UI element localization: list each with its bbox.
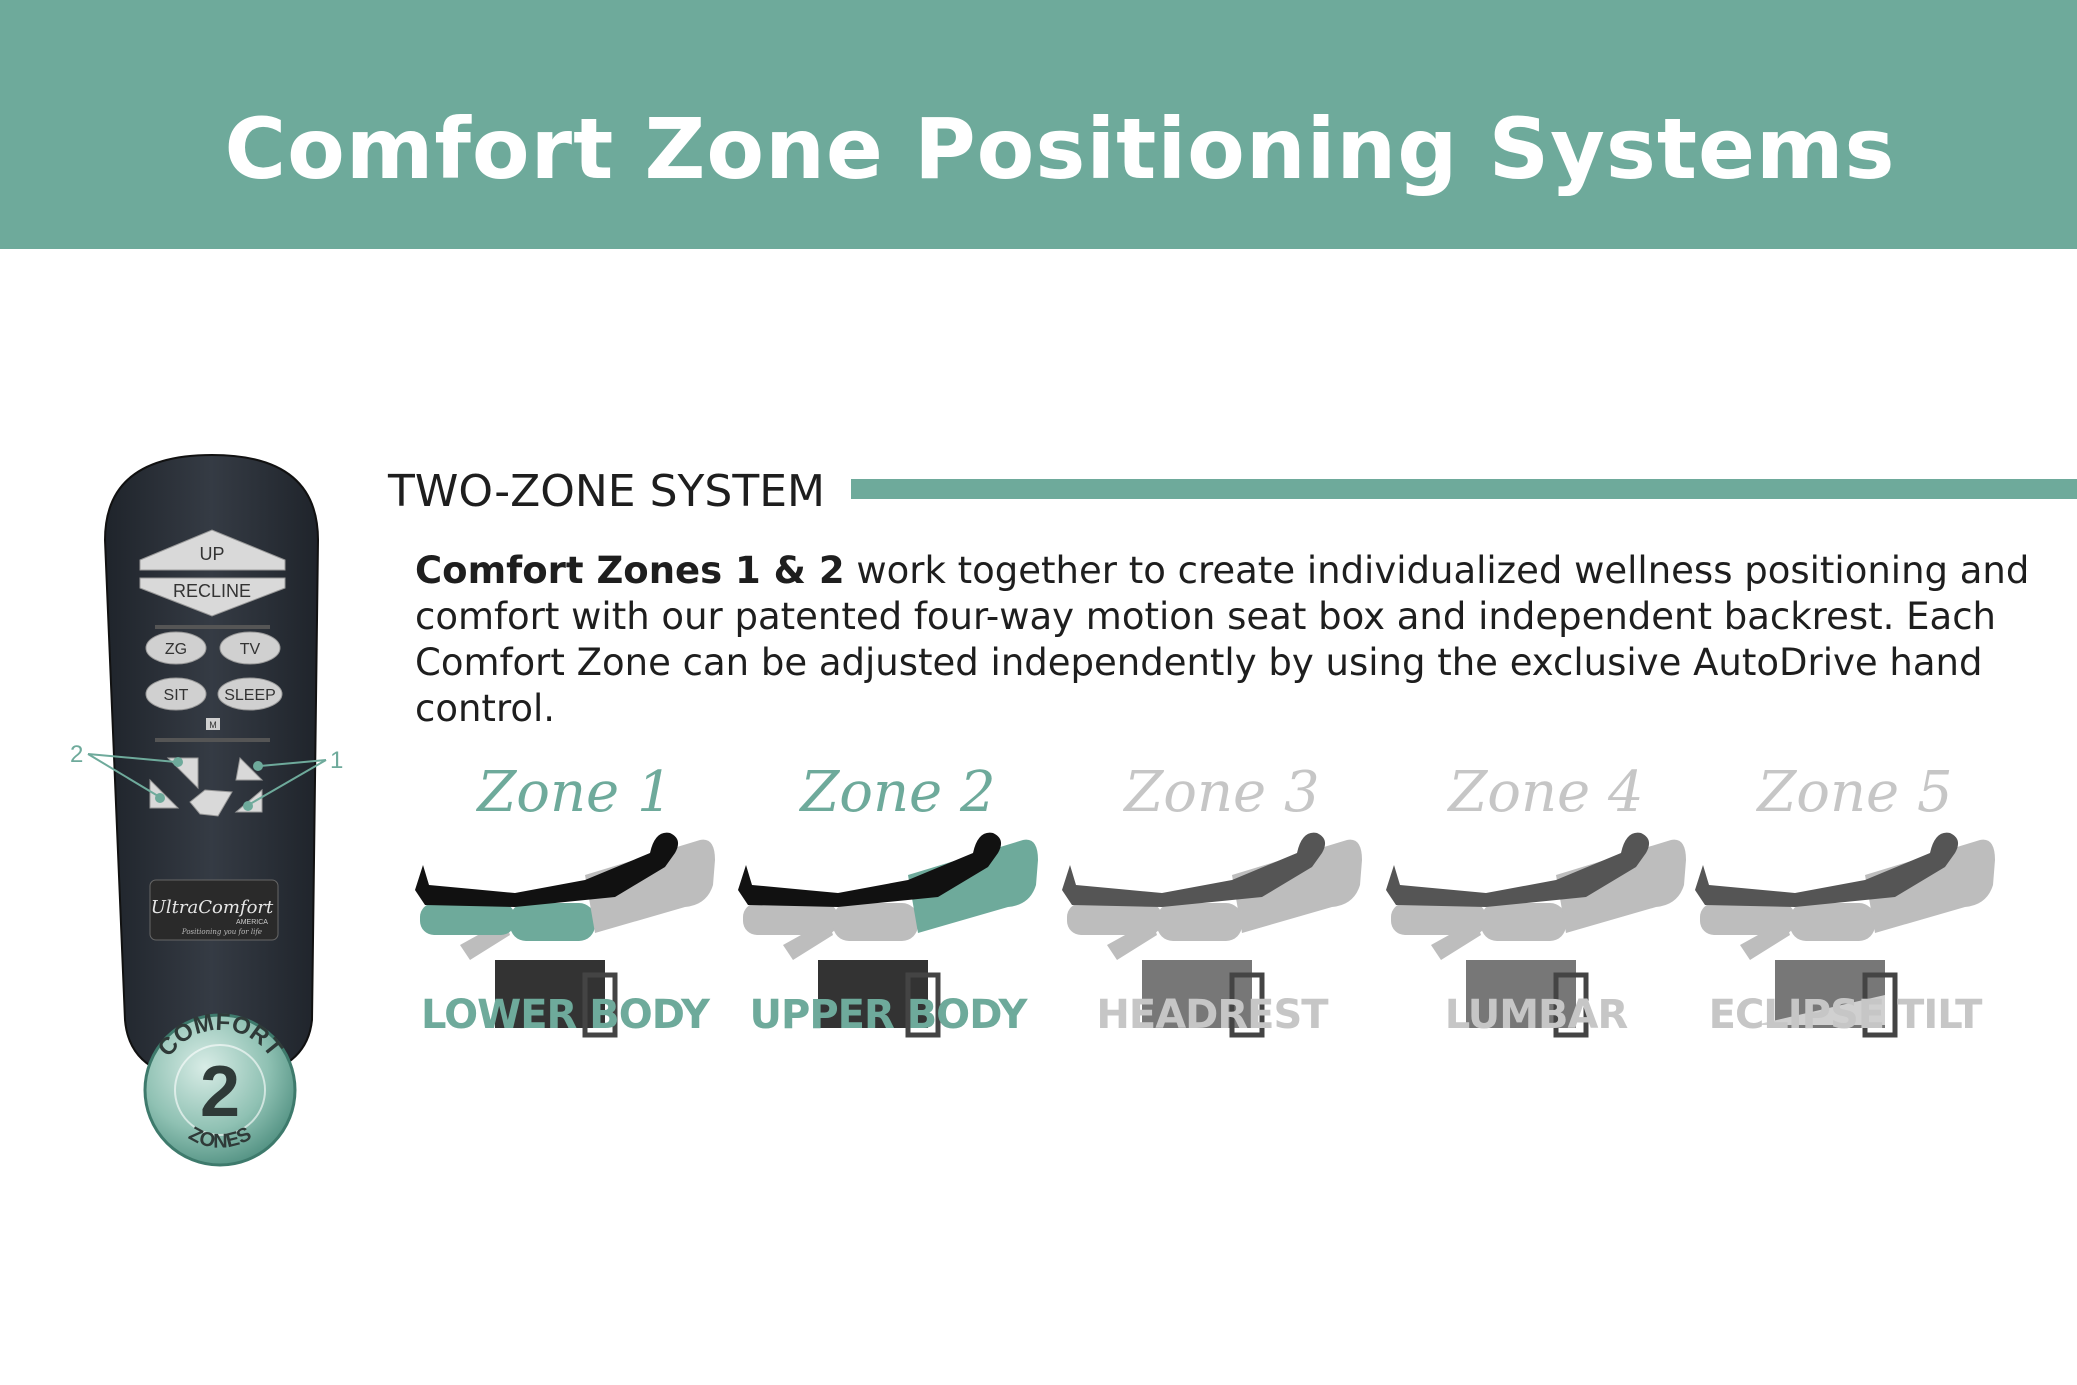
callout-1: 1 [330,747,343,774]
zg-button-label: ZG [165,641,187,658]
brand-name: UltraComfort [151,897,274,918]
zone-label: HEADREST [1096,992,1328,1038]
zone-2-buttons[interactable] [149,757,199,809]
divider [155,625,270,629]
zone-2: Zone 2 UPPER BODY [738,760,1058,1060]
recliner-illustration [1695,832,1995,1038]
up-button[interactable]: UP [139,529,286,571]
brand-tagline: Positioning you for life [181,928,262,936]
recline-button[interactable]: RECLINE [139,577,286,617]
divider [155,738,270,742]
memory-button[interactable]: M [206,718,220,730]
zone-script-title: Zone 3 [1124,760,1320,825]
zone-label: UPPER BODY [749,992,1028,1038]
zone-script-title: Zone 1 [477,760,673,825]
recliner-illustration [1062,832,1362,1038]
section-description: Comfort Zones 1 & 2 work together to cre… [415,548,2055,732]
callout-2: 2 [70,741,83,768]
badge-number: 2 [200,1052,240,1132]
header-banner: Comfort Zone Positioning Systems [0,0,2077,249]
center-recliner-icon [189,789,233,817]
comfort-zones-badge: COMFORT 2 ZONES [143,1009,297,1167]
brand-sub: AMERICA [236,919,268,926]
zone-script-title: Zone 4 [1448,760,1644,825]
page-title: Comfort Zone Positioning Systems [224,100,1896,198]
recliner-illustration [415,832,715,1038]
sleep-button[interactable]: SLEEP [217,677,283,711]
recliner-illustration [1386,832,1686,1038]
description-bold: Comfort Zones 1 & 2 [415,549,845,592]
zone-label: LOWER BODY [421,992,710,1038]
zone-label: LUMBAR [1444,992,1629,1038]
tv-button-label: TV [240,641,261,658]
recliner-illustration [738,832,1038,1038]
brand-logo: UltraComfort AMERICA Positioning you for… [149,879,279,941]
zone-label: ECLIPSE TILT [1708,992,1983,1038]
section-title: TWO-ZONE SYSTEM [388,466,825,517]
zone-4: Zone 4 LUMBAR [1386,760,1706,1060]
zone-script-title: Zone 2 [800,760,996,825]
recline-button-label: RECLINE [173,581,251,601]
memory-button-label: M [209,720,217,730]
zone-3: Zone 3 HEADREST [1062,760,1382,1060]
zone-1: Zone 1 LOWER BODY [415,760,735,1060]
sleep-button-label: SLEEP [224,687,276,704]
zg-button[interactable]: ZG [145,631,207,665]
tv-button[interactable]: TV [219,631,281,665]
zone-5: Zone 5 ECLIPSE TILT [1695,760,2015,1060]
description-text: work together to create individualized w… [415,549,2030,730]
zone-script-title: Zone 5 [1757,760,1953,825]
section-rule [851,479,2077,499]
up-button-label: UP [199,544,224,564]
remote-control: UP RECLINE ZG TV SIT SLEEP M 2 [70,453,343,1167]
sit-button[interactable]: SIT [145,677,207,711]
sit-button-label: SIT [164,687,189,704]
zone-1-buttons[interactable] [234,756,264,813]
